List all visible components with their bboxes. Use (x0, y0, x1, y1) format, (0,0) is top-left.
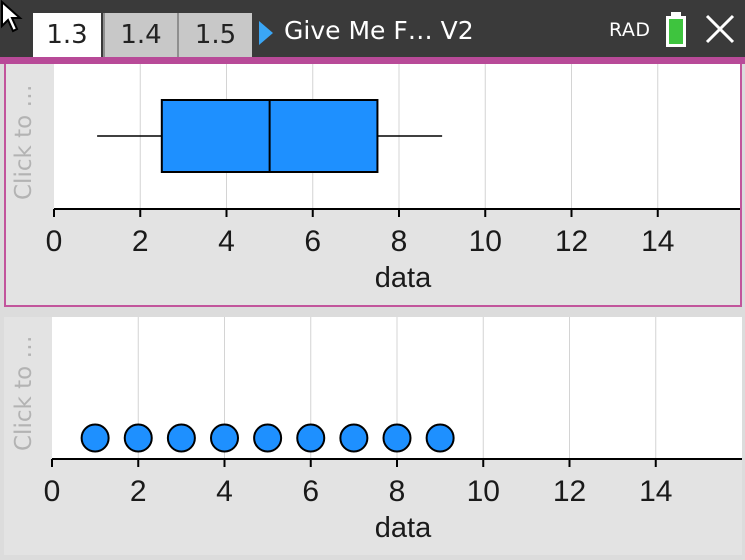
close-icon[interactable] (704, 13, 736, 45)
tick-label: 4 (216, 475, 233, 508)
data-point (296, 423, 326, 453)
tab-label: 1.3 (46, 20, 88, 50)
tick-label: 4 (218, 225, 235, 258)
tab-1-5[interactable]: 1.5 (177, 13, 252, 57)
tick-label: 12 (555, 225, 588, 258)
data-point (166, 423, 196, 453)
angle-mode-label: RAD (609, 19, 651, 41)
tick-label: 12 (553, 475, 586, 508)
tick-label: 2 (130, 475, 147, 508)
tick-label: 0 (44, 475, 61, 508)
data-point (123, 423, 153, 453)
x-axis-title: data (375, 512, 432, 544)
active-page-accent (0, 57, 745, 64)
box-plot: 0 2 4 6 8 10 12 14 data (46, 64, 740, 294)
tick-label: 2 (132, 225, 149, 258)
tick-label: 8 (389, 475, 406, 508)
tick-label: 14 (639, 475, 672, 508)
dot-plot: 0 2 4 6 8 10 12 14 data (44, 317, 742, 544)
data-point (80, 423, 110, 453)
tab-label: 1.4 (120, 20, 162, 50)
battery-icon (666, 12, 686, 47)
data-point (253, 423, 283, 453)
data-point (425, 423, 455, 453)
tick-label: 8 (391, 225, 408, 258)
data-point (382, 423, 412, 453)
tick-label: 14 (641, 225, 674, 258)
cursor-icon (1, 0, 23, 33)
tab-1-4[interactable]: 1.4 (103, 13, 177, 57)
tick-label: 0 (46, 225, 63, 258)
tick-label: 10 (467, 475, 500, 508)
tick-label: 10 (469, 225, 502, 258)
top-bar: 1.3 1.4 1.5 Give Me F… V2 RAD (0, 0, 745, 57)
tick-label: 6 (302, 475, 319, 508)
tick-label: 6 (304, 225, 321, 258)
data-point (339, 423, 369, 453)
data-point (210, 423, 239, 453)
play-icon (259, 21, 273, 45)
tab-label: 1.5 (194, 20, 237, 50)
tab-1-3[interactable]: 1.3 (33, 13, 101, 57)
x-axis-title: data (375, 262, 432, 294)
document-title[interactable]: Give Me F… V2 (284, 16, 474, 45)
